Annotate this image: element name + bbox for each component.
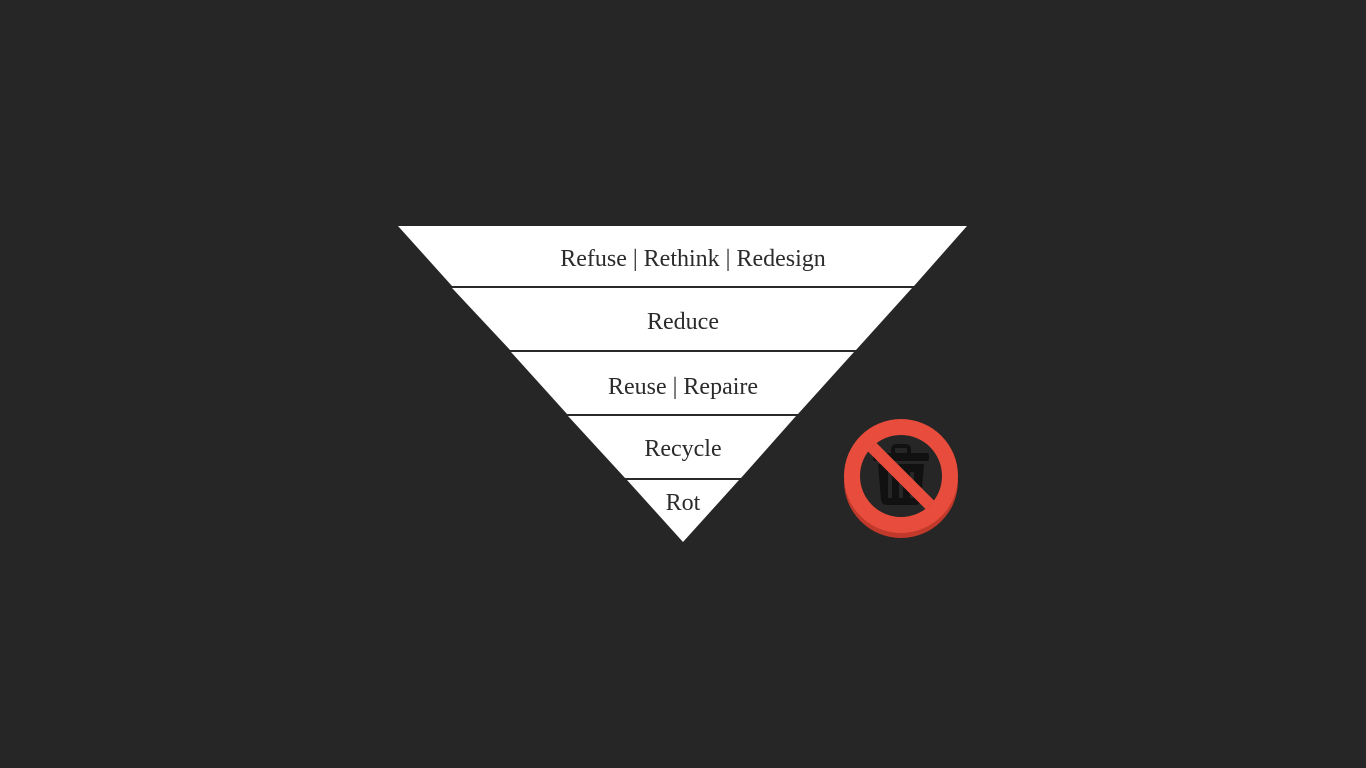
no-trash-icon	[844, 419, 958, 538]
tier-2-shape	[452, 288, 912, 350]
tier-4-label: Recycle	[644, 436, 721, 462]
bin-stripe-1	[888, 472, 892, 498]
tier-3-shape	[511, 352, 854, 414]
tier-5-shape	[627, 480, 739, 542]
tier-2-label: Reduce	[647, 309, 719, 335]
tier-5-label: Rot	[666, 490, 701, 516]
tier-1-shape	[398, 226, 967, 286]
tier-3-label: Reuse | Repaire	[608, 374, 758, 400]
prohibition-slash	[867, 442, 935, 510]
tier-dividers	[452, 286, 913, 480]
tier-4-shape	[568, 416, 796, 478]
tier-1-label: Refuse | Rethink | Redesign	[560, 246, 826, 272]
bin-stripe-2	[899, 472, 903, 498]
pyramid: Refuse | Rethink | Redesign Reduce Reuse…	[398, 226, 967, 542]
